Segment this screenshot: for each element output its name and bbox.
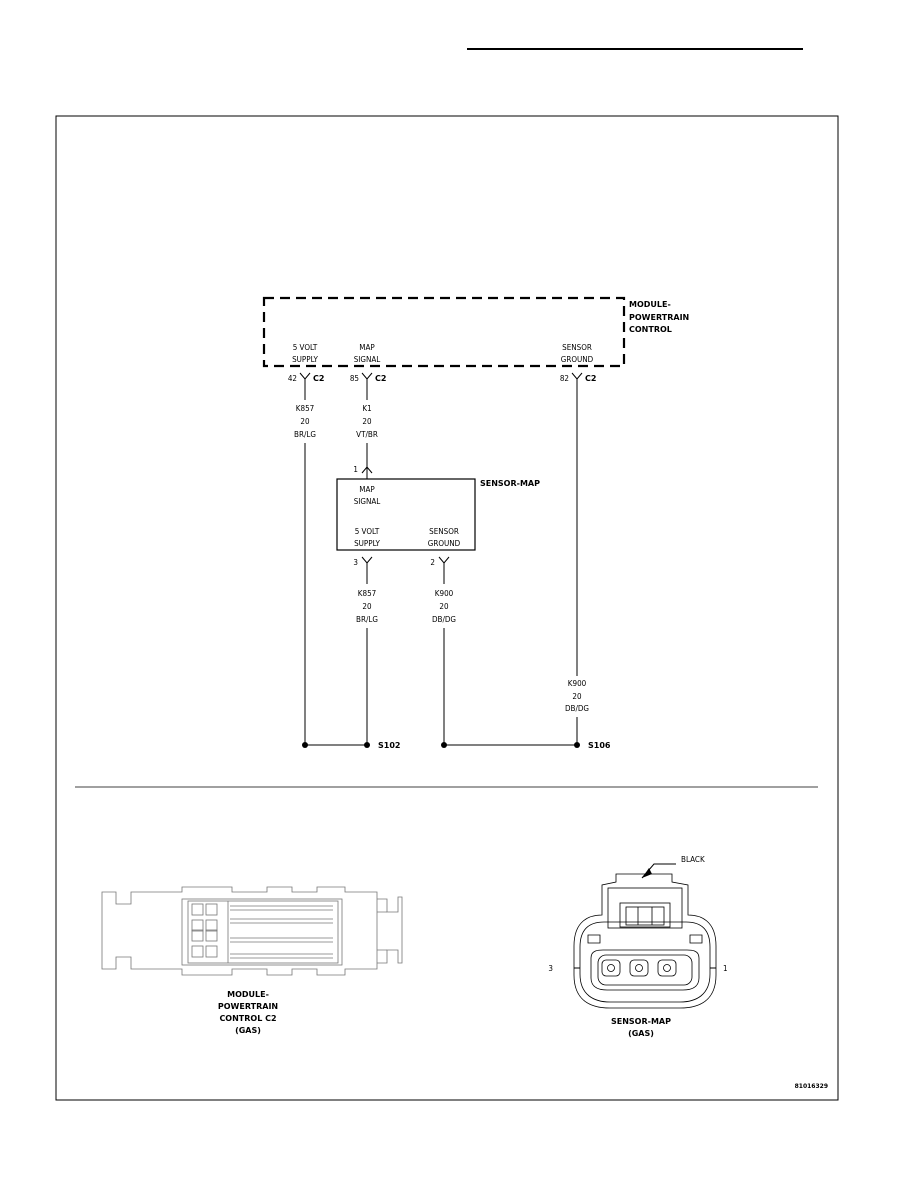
pcm-connector-pin-82: 82 C2 xyxy=(560,372,596,383)
pcm-connector-pin-42: 42 C2 xyxy=(288,372,324,383)
svg-text:82: 82 xyxy=(560,374,569,383)
svg-text:MAP: MAP xyxy=(359,343,375,352)
svg-text:SENSOR: SENSOR xyxy=(429,527,459,536)
svg-text:VT/BR: VT/BR xyxy=(356,430,378,439)
svg-text:S102: S102 xyxy=(378,741,400,750)
svg-text:SIGNAL: SIGNAL xyxy=(354,355,381,364)
svg-text:K857: K857 xyxy=(358,589,376,598)
sensor-connector-pin-3: 3 xyxy=(353,556,373,567)
svg-text:GROUND: GROUND xyxy=(561,355,594,364)
svg-text:C2: C2 xyxy=(313,374,324,383)
pcm-pin-map-signal-label: MAP SIGNAL xyxy=(354,343,381,364)
svg-text:POWERTRAIN: POWERTRAIN xyxy=(629,313,689,322)
diagram-frame xyxy=(55,115,839,1101)
svg-text:20: 20 xyxy=(439,602,449,611)
svg-text:SUPPLY: SUPPLY xyxy=(354,539,380,548)
figure-id: 81016329 xyxy=(795,1083,828,1090)
wire-k857-pcm: K857 20 BR/LG xyxy=(294,379,316,745)
wire-k900-sensor: K900 20 DB/DG xyxy=(432,563,456,745)
svg-text:20: 20 xyxy=(572,692,582,701)
svg-text:DB/DG: DB/DG xyxy=(432,615,456,624)
sensor-connector-color-label: BLACK xyxy=(681,855,705,864)
svg-text:5 VOLT: 5 VOLT xyxy=(355,527,380,536)
pcm-pin-5v-supply-label: 5 VOLT SUPPLY xyxy=(292,343,318,364)
sensor-connector-pin-1: 1 xyxy=(353,465,373,479)
splice-s106: S106 xyxy=(441,741,611,750)
sensor-connector-pin-right-label: 1 xyxy=(723,964,728,973)
svg-text:SIGNAL: SIGNAL xyxy=(354,497,381,506)
pcm-connector-pin-85: 85 C2 xyxy=(350,372,386,383)
sensor-connector-pin-left-label: 3 xyxy=(548,964,553,973)
sensor-map-connector-view xyxy=(573,863,717,1009)
svg-text:SENSOR-MAP: SENSOR-MAP xyxy=(611,1017,671,1026)
svg-text:CONTROL C2: CONTROL C2 xyxy=(219,1014,276,1023)
svg-text:K900: K900 xyxy=(568,679,587,688)
svg-text:5 VOLT: 5 VOLT xyxy=(293,343,318,352)
map-sensor-label: SENSOR-MAP xyxy=(480,479,540,488)
svg-text:C2: C2 xyxy=(375,374,386,383)
svg-text:CONTROL: CONTROL xyxy=(629,325,672,334)
svg-text:POWERTRAIN: POWERTRAIN xyxy=(218,1002,278,1011)
svg-text:SUPPLY: SUPPLY xyxy=(292,355,318,364)
svg-text:MAP: MAP xyxy=(359,485,375,494)
pcm-pin-sensor-ground-label: SENSOR GROUND xyxy=(561,343,594,364)
svg-text:MODULE-: MODULE- xyxy=(227,990,269,999)
svg-text:GROUND: GROUND xyxy=(428,539,461,548)
svg-text:20: 20 xyxy=(362,417,372,426)
splice-s102: S102 xyxy=(302,741,400,750)
wire-k900-pcm: K900 20 DB/DG xyxy=(565,379,589,745)
svg-text:MODULE-: MODULE- xyxy=(629,300,671,309)
svg-text:K1: K1 xyxy=(362,404,371,413)
sensor-connector-pin-2: 2 xyxy=(430,556,450,567)
svg-text:S106: S106 xyxy=(588,741,611,750)
svg-text:(GAS): (GAS) xyxy=(628,1029,654,1038)
svg-text:K900: K900 xyxy=(435,589,454,598)
svg-text:C2: C2 xyxy=(585,374,596,383)
pcm-c2-connector-label: MODULE- POWERTRAIN CONTROL C2 (GAS) xyxy=(218,990,278,1035)
svg-text:42: 42 xyxy=(288,374,297,383)
pcm-module-box xyxy=(262,296,626,368)
map-sensor-box xyxy=(336,478,476,551)
svg-text:85: 85 xyxy=(350,374,359,383)
svg-text:1: 1 xyxy=(353,465,358,474)
svg-text:BR/LG: BR/LG xyxy=(356,615,378,624)
svg-text:DB/DG: DB/DG xyxy=(565,704,589,713)
svg-text:SENSOR: SENSOR xyxy=(562,343,592,352)
svg-text:3: 3 xyxy=(353,558,358,567)
pcm-module-label: MODULE- POWERTRAIN CONTROL xyxy=(629,300,689,334)
pcm-c2-connector-view xyxy=(101,886,403,976)
wire-k857-sensor: K857 20 BR/LG xyxy=(356,563,378,745)
svg-text:2: 2 xyxy=(430,558,435,567)
svg-text:20: 20 xyxy=(362,602,372,611)
svg-text:BR/LG: BR/LG xyxy=(294,430,316,439)
sensor-5v-supply-label: 5 VOLT SUPPLY xyxy=(354,527,380,548)
svg-text:20: 20 xyxy=(300,417,310,426)
sensor-map-connector-label: SENSOR-MAP (GAS) xyxy=(611,1017,671,1038)
svg-text:(GAS): (GAS) xyxy=(235,1026,261,1035)
wire-k1-map-signal: K1 20 VT/BR xyxy=(356,379,378,468)
sensor-map-signal-label: MAP SIGNAL xyxy=(354,485,381,506)
sensor-ground-label: SENSOR GROUND xyxy=(428,527,461,548)
svg-text:K857: K857 xyxy=(296,404,314,413)
